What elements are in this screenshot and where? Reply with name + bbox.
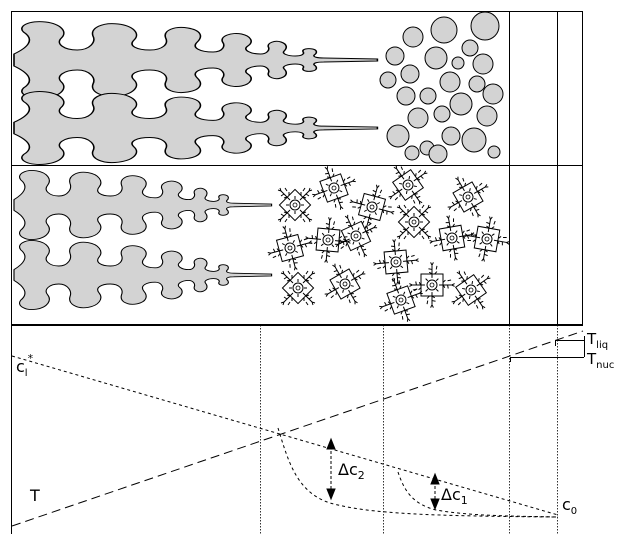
crystal — [462, 214, 512, 264]
grain — [472, 53, 494, 75]
grain — [386, 124, 410, 148]
grain — [468, 75, 486, 93]
grain — [379, 71, 397, 89]
grain — [451, 56, 465, 70]
grain — [424, 46, 448, 70]
dendrite-mid-1 — [13, 169, 273, 241]
temperature-levels — [510, 336, 585, 362]
crystal — [387, 164, 429, 206]
label-delta-c2: Δc2 — [338, 460, 365, 482]
grain — [470, 11, 500, 41]
crystal — [371, 237, 421, 287]
grain — [385, 46, 405, 66]
top-panel-dendrites — [13, 20, 379, 166]
crystal — [333, 213, 379, 259]
grain — [449, 92, 473, 116]
equiaxed-dendrites — [266, 164, 512, 324]
crystal — [266, 224, 314, 272]
grain — [407, 107, 429, 129]
crystal — [280, 270, 316, 306]
grain — [396, 86, 416, 106]
dendrite-top-1 — [13, 20, 379, 100]
position-markers — [260, 325, 558, 534]
grain — [487, 145, 501, 159]
grain — [404, 145, 420, 161]
grain — [461, 39, 479, 57]
grain — [441, 126, 461, 146]
grain — [476, 105, 498, 127]
grain — [482, 83, 504, 105]
temperature-line — [11, 330, 584, 527]
grain — [439, 71, 461, 93]
panel-frames — [11, 11, 583, 325]
equiaxed-grains — [379, 11, 504, 164]
label-T: T — [29, 486, 40, 505]
grain — [428, 144, 448, 164]
crystal — [446, 175, 490, 219]
grain — [419, 87, 437, 105]
crystal — [323, 262, 367, 306]
dendrite-top-2 — [13, 90, 379, 166]
delta-c2-arrow — [326, 437, 336, 501]
label-delta-c1: Δc1 — [441, 485, 468, 507]
grain — [402, 26, 424, 48]
grain — [430, 16, 458, 44]
crystal — [396, 204, 432, 240]
solute-profile-2 — [277, 427, 559, 518]
label-c-0: c0 — [562, 495, 577, 517]
crystal — [310, 164, 358, 212]
profile-plot: cl* T Tliq Tnuc Δc2 Δc1 c0 — [11, 325, 614, 534]
crystal — [407, 260, 457, 310]
label-c-l-star: cl* — [16, 352, 34, 379]
crystal — [377, 276, 425, 324]
grain — [433, 105, 451, 123]
middle-panel-frame — [11, 165, 583, 325]
dendrite-mid-2 — [13, 239, 273, 311]
delta-c1-arrow — [430, 472, 440, 511]
grain — [400, 64, 420, 84]
label-T-nuc: Tnuc — [586, 350, 614, 371]
crystal — [277, 187, 313, 223]
crystal — [450, 269, 492, 311]
label-T-liq: Tliq — [586, 330, 608, 351]
crystal — [427, 213, 477, 263]
crystal — [348, 183, 396, 231]
liquidus-concentration-line — [11, 355, 559, 516]
grain — [461, 127, 487, 153]
middle-panel-dendrites — [13, 169, 273, 311]
solute-profile-1 — [397, 471, 559, 518]
